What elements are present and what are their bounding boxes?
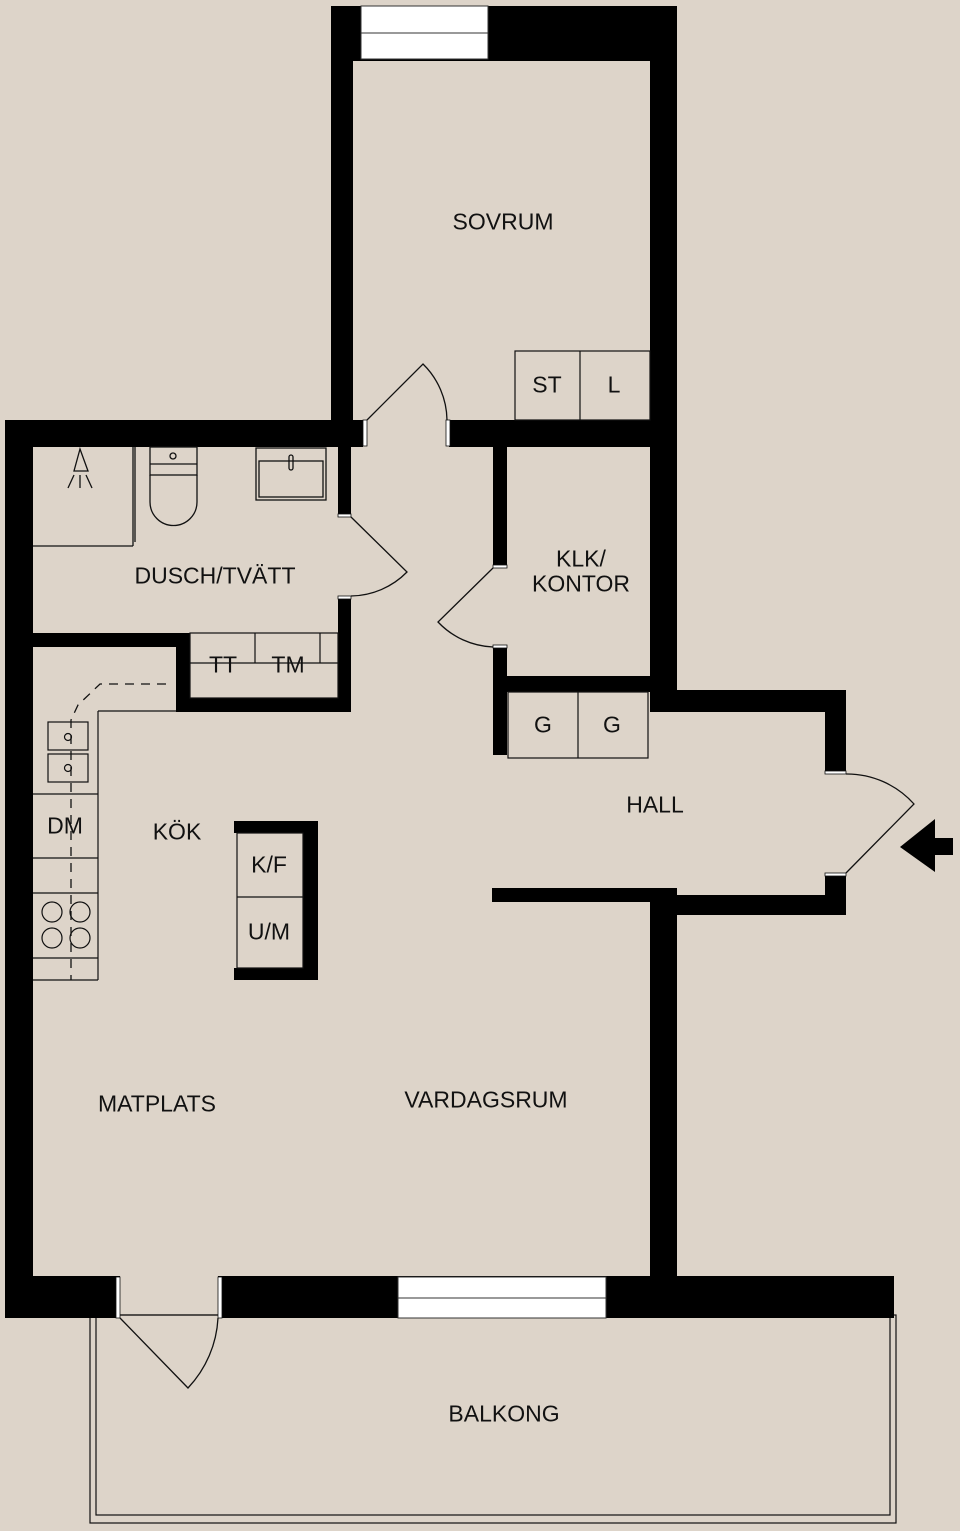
entrance-arrow-icon <box>900 819 953 872</box>
fixture-label-g2: G <box>603 711 621 738</box>
room-label-dusch-tvatt: DUSCH/TVÄTT <box>134 562 296 589</box>
kitchen-island <box>236 832 304 969</box>
fixture-label-kf: K/F <box>251 851 287 878</box>
room-label-vardagsrum: VARDAGSRUM <box>404 1086 568 1113</box>
door-swings <box>119 363 915 1389</box>
stove-icon <box>41 901 91 949</box>
room-label-klk-kontor: KLK/ KONTOR <box>532 545 630 597</box>
hall-wardrobes <box>507 691 649 759</box>
fixture-label-dm: DM <box>47 812 83 839</box>
kitchen-sink-icon <box>47 721 89 783</box>
laundry-cabinet <box>189 632 339 699</box>
fixture-label-tt: TT <box>208 651 238 678</box>
fixture-label-st: ST <box>532 371 562 398</box>
fixture-label-g1: G <box>534 711 552 738</box>
windows <box>360 5 607 1319</box>
room-label-matplats: MATPLATS <box>98 1090 216 1117</box>
fixture-label-tm: TM <box>271 651 305 678</box>
bedroom-closets <box>514 350 651 421</box>
toilet-icon <box>149 446 198 527</box>
kitchen-counter <box>33 710 176 981</box>
door-jambs <box>115 419 847 1319</box>
room-label-kok: KÖK <box>152 818 202 845</box>
counter-dashed-line <box>70 683 166 980</box>
walls <box>5 6 894 1318</box>
room-label-sovrum: SOVRUM <box>452 208 554 235</box>
shower-icon <box>33 446 136 547</box>
fixture-label-um: U/M <box>247 918 291 945</box>
room-label-balkong: BALKONG <box>448 1400 560 1427</box>
sink-icon <box>255 447 327 501</box>
room-label-hall: HALL <box>626 791 684 818</box>
fixture-label-l: L <box>607 371 621 398</box>
